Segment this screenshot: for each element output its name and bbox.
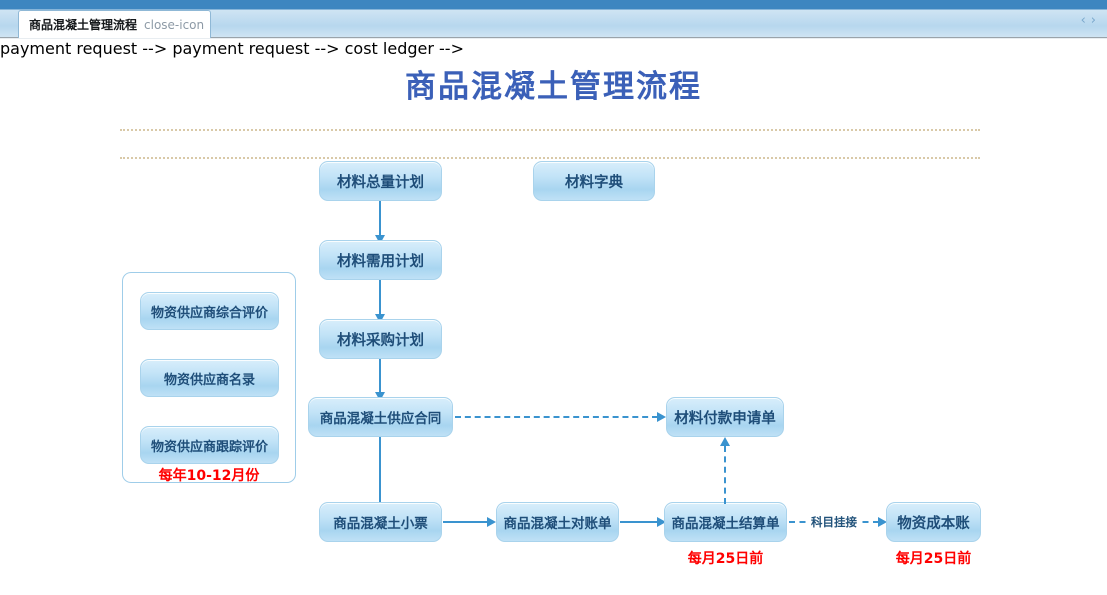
decorative-rule-bottom [120,157,980,159]
node-material-payment-request[interactable]: 材料付款申请单 [666,397,784,437]
edge-ticket-to-statement-arrow [487,517,496,527]
close-icon[interactable]: close-icon [144,17,205,32]
window-tab-bar: 商品混凝土管理流程 close-icon ‹ › [0,0,1107,39]
edge-demand-to-purchase-line [379,280,381,317]
edge-settlement-to-payment-dash [724,446,726,504]
chevron-left-icon[interactable]: ‹ [1080,13,1086,28]
diagram-canvas: 商品混凝土管理流程 物资供应商综合评价 物资供应商名录 物资供应商跟踪评价 每年… [0,39,1107,595]
node-supplier-overall-eval[interactable]: 物资供应商综合评价 [140,292,279,330]
node-concrete-supply-contract[interactable]: 商品混凝土供应合同 [308,397,453,437]
node-material-dictionary[interactable]: 材料字典 [533,161,655,201]
edge-contract-to-ticket-line [379,437,381,526]
decorative-rule-top [120,129,980,131]
edge-total-to-demand-line [379,201,381,238]
node-concrete-ticket[interactable]: 商品混凝土小票 [319,502,442,542]
edge-purchase-to-contract-arrow [375,392,385,401]
node-material-purchase-plan[interactable]: 材料采购计划 [319,319,442,359]
node-material-demand-plan[interactable]: 材料需用计划 [319,240,442,280]
node-concrete-settlement[interactable]: 商品混凝土结算单 [664,502,787,542]
edge-demand-to-purchase-arrow [375,314,385,323]
edge-purchase-to-contract-line [379,359,381,395]
tab-bar-underline [0,37,1107,39]
chevron-right-icon[interactable]: › [1090,13,1096,28]
edge-contract-to-payment-dash [455,416,658,418]
node-supplier-tracking-eval[interactable]: 物资供应商跟踪评价 [140,426,279,464]
node-material-total-plan[interactable]: 材料总量计划 [319,161,442,201]
note-annual-schedule: 每年10-12月份 [158,468,260,484]
tab-label: 商品混凝土管理流程 [29,18,138,32]
node-material-cost-ledger[interactable]: 物资成本账 [886,502,981,542]
node-supplier-directory[interactable]: 物资供应商名录 [140,359,279,397]
page-title: 商品混凝土管理流程 [405,69,702,105]
edge-statement-to-settlement-arrow [657,517,666,527]
tab-nav-controls: ‹ › [1081,14,1096,27]
edge-statement-to-settlement-line [620,521,658,523]
edge-label-account-link: 科目挂接 [809,514,859,530]
edge-contract-to-payment-arrow [657,412,666,422]
note-ledger-deadline: 每月25日前 [895,551,972,567]
tab-concrete-management-flow[interactable]: 商品混凝土管理流程 close-icon [18,10,212,38]
note-settlement-deadline: 每月25日前 [687,551,764,567]
edge-total-to-demand-arrow [375,235,385,244]
edge-ticket-to-statement-line [443,521,488,523]
edge-settlement-to-ledger-arrow [878,517,887,527]
edge-settlement-to-payment-arrow [720,437,730,446]
node-concrete-statement[interactable]: 商品混凝土对账单 [496,502,619,542]
